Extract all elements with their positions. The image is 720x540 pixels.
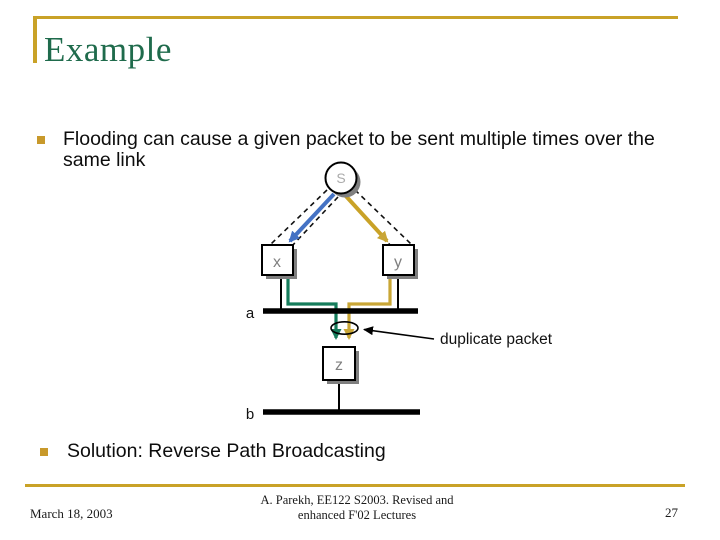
packet-path-x-to-z [286, 277, 342, 340]
link-a-label: a [246, 305, 255, 322]
footer-page-number: 27 [665, 505, 678, 520]
footer-credit-line1: A. Parekh, EE122 S2003. Revised and [260, 493, 454, 507]
duplicate-highlight-ellipse [330, 320, 359, 335]
duplicate-callout-arrow [363, 326, 435, 340]
dashed-link-s-y-outer [354, 189, 412, 245]
bullet-item-solution: Solution: Reverse Path Broadcasting [40, 441, 660, 462]
footer-date: March 18, 2003 [30, 506, 113, 521]
packet-arrow-s-to-y [342, 192, 389, 243]
footer-credit-line2: enhanced F'02 Lectures [297, 507, 417, 522]
router-z-node [322, 346, 356, 381]
bullet-text-solution: Solution: Reverse Path Broadcasting [67, 440, 386, 462]
footer-credit: A. Parekh, EE122 S2003. Revised and enha… [207, 493, 507, 522]
bullet-item-flooding: Flooding can cause a given packet to be … [37, 129, 662, 171]
title-accent-bar [33, 16, 37, 63]
title-accent-line [33, 16, 678, 19]
footer-accent-line [25, 484, 685, 487]
source-node [324, 161, 358, 195]
dashed-link-s-x-inner [290, 196, 339, 248]
link-b-label: b [246, 406, 254, 423]
bullet-square-icon [40, 448, 48, 456]
duplicate-packet-label: duplicate packet [440, 331, 553, 348]
router-x-label: x [273, 254, 281, 271]
bullet-square-icon [37, 136, 45, 144]
dashed-link-s-x-outer [270, 189, 328, 245]
router-y-label: y [394, 254, 402, 271]
router-x-node [261, 244, 294, 276]
router-z-label: z [335, 357, 343, 374]
source-node-label: S [336, 170, 345, 186]
slide-title: Example [44, 30, 172, 69]
packet-arrow-s-to-x [288, 192, 336, 243]
bullet-text-flooding: Flooding can cause a given packet to be … [63, 128, 655, 171]
packet-path-y-to-z [343, 277, 392, 340]
router-y-node [382, 244, 415, 276]
